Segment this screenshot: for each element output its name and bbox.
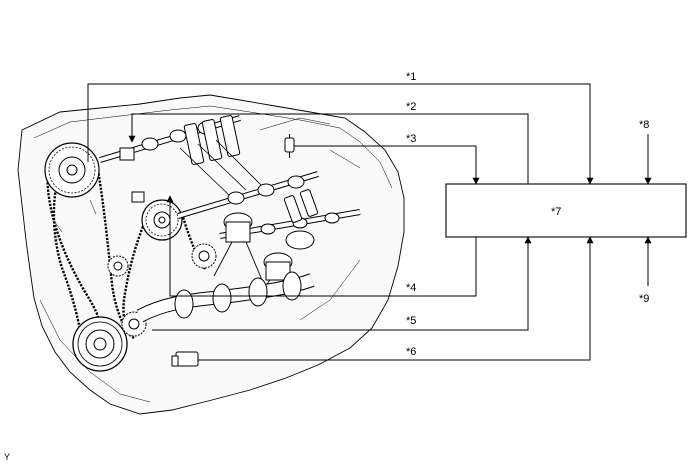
signal-line-4 [166,195,477,297]
signal-line-5 [152,236,532,331]
crankshaft-pulley [72,316,128,372]
knock-sensor [284,134,295,158]
signal-line-1 [87,83,594,185]
pistons [213,212,315,297]
camshaft-middle [177,171,319,219]
callout-3: *3 [406,133,416,145]
center-camshaft-sprocket [141,199,183,241]
ecm-box [445,183,687,238]
signal-line-6 [198,236,594,361]
idler-gear-left [107,255,129,277]
signal-line-2 [128,113,529,184]
callout-2: *2 [406,101,416,113]
vvt-sensor-left [119,147,135,161]
left-camshaft-sprocket [44,142,100,198]
vvt-sensor-center [131,191,145,203]
signal-line-3 [294,145,480,185]
callout-9: *9 [639,293,649,305]
signal-lines [87,83,652,361]
engine-illustration [17,94,405,415]
ecm-box-label: *7 [551,206,561,218]
callout-5: *5 [406,315,416,327]
crank-timing-sprocket [121,311,147,337]
crankshaft-position-sensor [171,351,199,367]
callout-1: *1 [406,71,416,83]
callout-8: *8 [639,119,649,131]
callout-4: *4 [406,282,416,294]
idler-gear-right [191,243,217,269]
figure-code: Y [4,452,10,462]
ignition-coils-upper [179,115,263,197]
callout-6: *6 [406,346,416,358]
